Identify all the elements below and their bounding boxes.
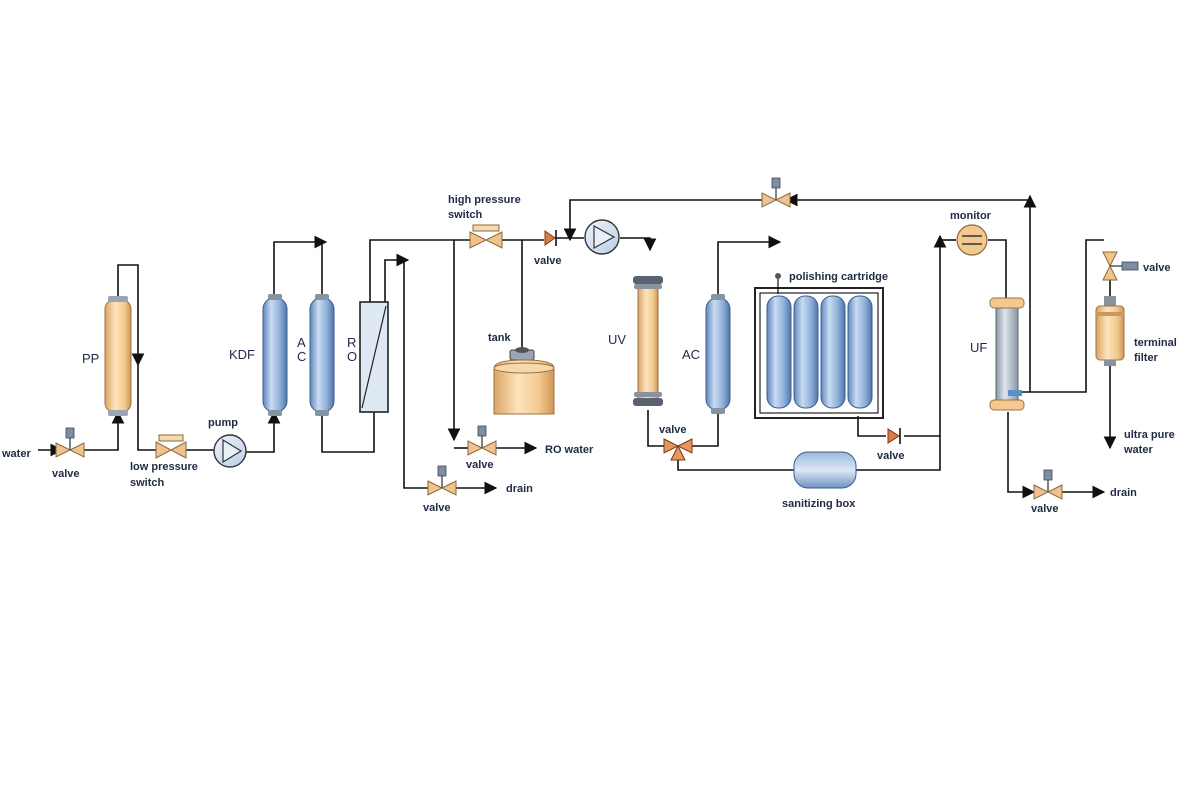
label-polishing-cartridge: polishing cartridge [789, 271, 888, 283]
three-way-valve[interactable] [663, 438, 693, 461]
label-ac-1: A [297, 335, 306, 350]
label-check-valve-2: valve [877, 450, 905, 462]
label-low-pressure-2: switch [130, 477, 165, 489]
label-pump: pump [208, 417, 238, 429]
terminal-filter [1095, 296, 1125, 366]
label-check-valve: valve [534, 255, 562, 267]
polishing-cartridge [754, 273, 884, 419]
high-pressure-switch[interactable] [469, 224, 503, 249]
label-uf: UF [970, 340, 987, 355]
label-ro-water-valve: valve [466, 459, 494, 471]
label-low-pressure-1: low pressure [130, 461, 198, 473]
monitor [956, 224, 988, 256]
pipes [38, 193, 1117, 499]
label-sanitizing-box: sanitizing box [782, 498, 856, 510]
pump-2 [584, 219, 620, 255]
label-terminal-filter-1: terminal [1134, 337, 1177, 349]
low-pressure-switch[interactable] [155, 434, 187, 459]
ro-membrane [359, 301, 389, 413]
label-ro-2: O [347, 349, 357, 364]
pump-1 [213, 434, 247, 468]
label-ultra-pure-1: ultra pure [1124, 429, 1175, 441]
label-ro-water: RO water [545, 444, 594, 456]
label-ac: AC [682, 347, 700, 362]
label-inlet-valve: valve [52, 468, 80, 480]
label-kdf: KDF [229, 347, 255, 362]
label-ultra-pure-2: water [1123, 444, 1153, 456]
pp-filter [104, 296, 132, 416]
label-tank: tank [488, 332, 512, 344]
labels: water valve PP low pressure switch pump … [1, 194, 1177, 515]
label-ro-1: R [347, 335, 356, 350]
uf-module [989, 297, 1025, 411]
label-high-pressure-2: switch [448, 209, 483, 221]
check-valve-1[interactable] [544, 230, 557, 246]
label-ro-drain-valve: valve [423, 502, 451, 514]
label-drain-2: drain [1110, 487, 1137, 499]
label-monitor: monitor [950, 210, 992, 222]
ac-vessel-2 [705, 294, 731, 414]
terminal-valve[interactable] [1102, 251, 1139, 281]
ro-water-valve[interactable] [467, 425, 497, 456]
label-three-way-valve: valve [659, 424, 687, 436]
check-valve-2[interactable] [887, 428, 901, 444]
uv-sterilizer [633, 276, 663, 406]
sanitizing-box [793, 451, 857, 489]
label-uf-drain-valve: valve [1031, 503, 1059, 515]
inlet-valve[interactable] [55, 427, 85, 458]
label-ac-2: C [297, 349, 306, 364]
label-high-pressure-1: high pressure [448, 194, 521, 206]
storage-tank [493, 347, 555, 415]
return-valve[interactable] [761, 177, 791, 208]
label-drain-1: drain [506, 483, 533, 495]
label-terminal-valve: valve [1143, 262, 1171, 274]
valves [55, 177, 1139, 500]
label-water: water [1, 448, 31, 460]
uf-drain-valve[interactable] [1033, 469, 1063, 500]
ro-drain-valve[interactable] [427, 465, 457, 496]
kdf-vessel [262, 294, 288, 416]
ac-vessel-1 [309, 294, 335, 416]
label-pp: PP [82, 351, 99, 366]
label-uv: UV [608, 332, 626, 347]
label-terminal-filter-2: filter [1134, 352, 1159, 364]
